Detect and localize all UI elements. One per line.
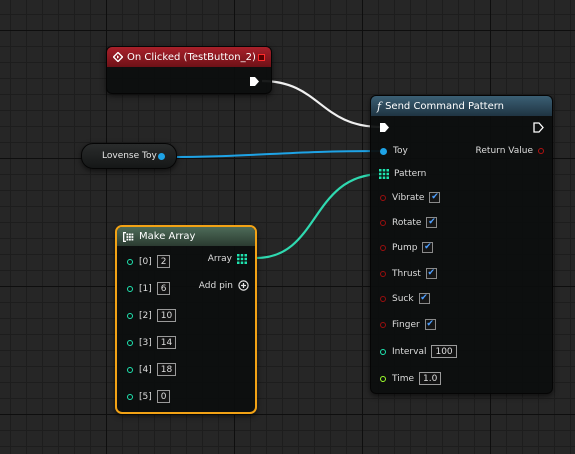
exec-input-pin[interactable] — [379, 122, 390, 133]
array-item-value-field[interactable]: 10 — [156, 309, 177, 322]
suck-input-row[interactable]: Suck ✔ — [380, 293, 430, 304]
interval-input-label: Interval — [392, 346, 427, 357]
toy-input-label: Toy — [393, 146, 408, 156]
finger-input-label: Finger — [392, 319, 420, 330]
interval-input-row[interactable]: Interval 100 — [380, 345, 457, 358]
array-item-value-field[interactable]: 14 — [156, 336, 177, 349]
function-node-header[interactable]: f Send Command Pattern — [371, 96, 552, 116]
finger-input-row[interactable]: Finger ✔ — [380, 319, 436, 330]
checkmark-icon: ✔ — [420, 293, 428, 303]
array-output-label: Array — [207, 254, 232, 264]
interval-value-field[interactable]: 100 — [431, 345, 457, 358]
interval-int-pin[interactable] — [380, 348, 386, 355]
return-value-row[interactable]: Return Value — [476, 146, 544, 156]
pump-input-row[interactable]: Pump ✔ — [380, 242, 434, 253]
thrust-checkbox[interactable]: ✔ — [425, 268, 437, 279]
time-float-pin[interactable] — [380, 375, 386, 382]
array-item-label: [3] — [139, 337, 152, 348]
array-item-pin[interactable] — [127, 258, 133, 265]
exec-wire[interactable] — [261, 79, 382, 129]
checkmark-icon: ✔ — [427, 268, 436, 278]
array-item-value-field[interactable]: 0 — [156, 390, 171, 403]
toy-input-row[interactable]: Toy — [380, 146, 408, 156]
function-f-icon: f — [377, 99, 382, 113]
array-item-label: [2] — [139, 310, 152, 321]
exec-output-pin[interactable] — [249, 76, 260, 87]
finger-checkbox[interactable]: ✔ — [424, 319, 436, 330]
array-item-row-5[interactable]: [5] 0 — [127, 390, 171, 403]
array-item-value-field[interactable]: 2 — [156, 255, 171, 268]
checkmark-icon: ✔ — [428, 217, 436, 227]
array-item-value-field[interactable]: 6 — [156, 282, 171, 295]
make-array-node-title: Make Array — [139, 231, 196, 242]
suck-input-label: Suck — [392, 293, 414, 304]
thrust-input-label: Thrust — [392, 268, 421, 279]
checkmark-icon: ✔ — [424, 242, 432, 252]
array-item-pin[interactable] — [127, 285, 133, 292]
pattern-array-wire[interactable] — [255, 172, 382, 260]
pump-bool-pin[interactable] — [380, 244, 386, 251]
pattern-input-row[interactable]: Pattern — [379, 169, 426, 179]
add-pin-row[interactable]: Add pin — [199, 280, 249, 291]
array-item-row-0[interactable]: [0] 2 — [127, 255, 171, 268]
event-diamond-icon — [113, 52, 123, 62]
exec-output-pin[interactable] — [533, 122, 544, 133]
rotate-bool-pin[interactable] — [380, 219, 386, 226]
toy-input-pin[interactable] — [380, 147, 387, 155]
vibrate-input-label: Vibrate — [392, 192, 425, 203]
time-input-label: Time — [392, 373, 415, 384]
array-item-pin[interactable] — [127, 339, 133, 346]
delegate-pin-icon[interactable] — [258, 53, 265, 61]
array-item-row-4[interactable]: [4] 18 — [127, 363, 177, 376]
rotate-input-row[interactable]: Rotate ✔ — [380, 217, 438, 228]
make-array-node[interactable]: Make Array Array Add pin [0] 2 [1] 6 [2]… — [115, 225, 257, 414]
array-item-row-3[interactable]: [3] 14 — [127, 336, 177, 349]
array-grid-icon[interactable] — [379, 169, 389, 179]
suck-checkbox[interactable]: ✔ — [418, 293, 430, 304]
array-output-pin[interactable] — [237, 254, 247, 264]
time-input-row[interactable]: Time 1.0 — [380, 372, 442, 385]
checkmark-icon: ✔ — [431, 192, 439, 202]
array-item-pin[interactable] — [127, 312, 133, 319]
array-item-pin[interactable] — [127, 393, 133, 400]
return-value-pin[interactable] — [538, 148, 544, 154]
variable-node-label: Lovense Toy — [102, 151, 157, 161]
time-value-field[interactable]: 1.0 — [419, 372, 442, 385]
send-command-pattern-node[interactable]: f Send Command Pattern Toy Return Value … — [370, 95, 553, 394]
toy-output-pin[interactable] — [158, 153, 165, 160]
on-clicked-event-node[interactable]: On Clicked (TestButton_2) — [106, 46, 272, 94]
array-item-row-2[interactable]: [2] 10 — [127, 309, 177, 322]
rotate-checkbox[interactable]: ✔ — [426, 217, 438, 228]
array-item-label: [0] — [139, 256, 152, 267]
make-array-node-header[interactable]: Make Array — [117, 227, 255, 246]
array-item-label: [1] — [139, 283, 152, 294]
return-value-label: Return Value — [475, 146, 533, 156]
event-node-title: On Clicked (TestButton_2) — [127, 51, 256, 63]
suck-bool-pin[interactable] — [380, 295, 386, 302]
array-grid-icon — [123, 231, 134, 242]
array-output-row[interactable]: Array — [208, 254, 247, 264]
vibrate-input-row[interactable]: Vibrate ✔ — [380, 192, 441, 203]
array-item-row-1[interactable]: [1] 6 — [127, 282, 171, 295]
event-node-header[interactable]: On Clicked (TestButton_2) — [107, 47, 271, 67]
pump-checkbox[interactable]: ✔ — [422, 242, 434, 253]
toy-object-wire[interactable] — [160, 150, 383, 158]
add-pin-icon[interactable] — [238, 280, 249, 291]
add-pin-label[interactable]: Add pin — [198, 280, 233, 291]
array-item-label: [4] — [139, 364, 152, 375]
array-item-label: [5] — [139, 391, 152, 402]
vibrate-checkbox[interactable]: ✔ — [429, 192, 441, 203]
function-node-title: Send Command Pattern — [385, 100, 504, 112]
array-item-value-field[interactable]: 18 — [156, 363, 177, 376]
finger-bool-pin[interactable] — [380, 321, 386, 328]
pump-input-label: Pump — [392, 242, 418, 253]
thrust-bool-pin[interactable] — [380, 270, 386, 277]
vibrate-bool-pin[interactable] — [380, 194, 386, 201]
lovense-toy-variable-node[interactable]: Lovense Toy — [81, 143, 177, 169]
array-item-pin[interactable] — [127, 366, 133, 373]
pattern-input-label: Pattern — [394, 169, 427, 179]
thrust-input-row[interactable]: Thrust ✔ — [380, 268, 437, 279]
rotate-input-label: Rotate — [392, 217, 422, 228]
checkmark-icon: ✔ — [426, 319, 434, 329]
